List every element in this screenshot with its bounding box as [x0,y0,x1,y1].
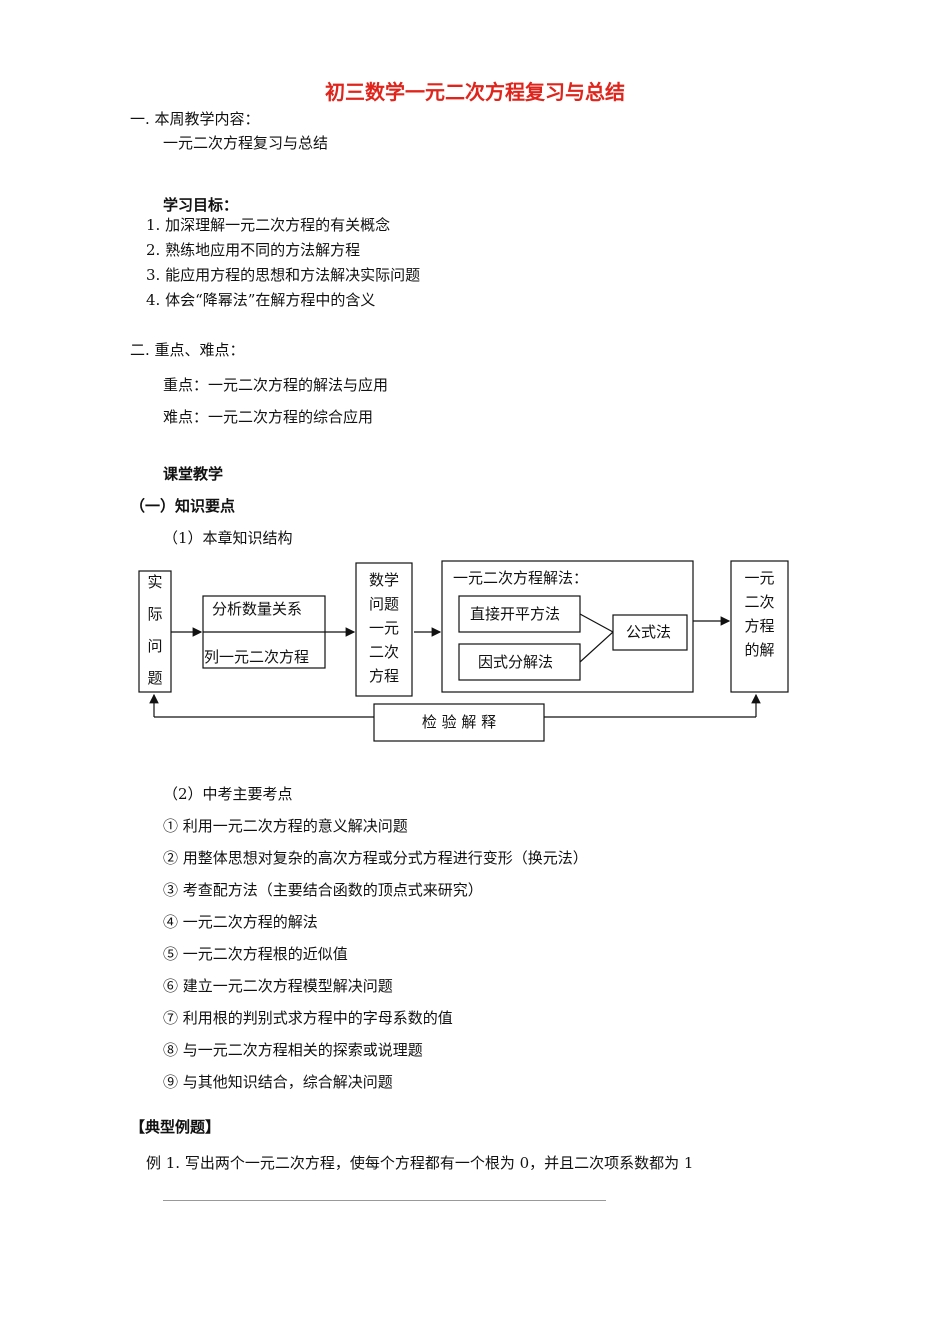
math-problem-line: 方程 [368,667,399,685]
formula-label: 公式法 [626,623,672,641]
key-point: 重点：一元二次方程的解法与应用 [163,376,389,394]
real-problem-char: 题 [147,669,163,687]
goals-heading: 学习目标： [163,196,239,214]
goal-item: 1. 加深理解一元二次方程的有关概念 [146,216,391,234]
exam-point: ③ 考查配方法（主要结合函数的顶点式来研究） [163,881,483,899]
example-1: 例 1. 写出两个一元二次方程，使每个方程都有一个根为 0，并且二次项系数都为 … [146,1154,694,1172]
solution-box [730,560,789,693]
solution-line: 方程 [744,617,775,635]
section2-heading: 二. 重点、难点： [130,341,245,359]
exam-point: ⑧ 与一元二次方程相关的探索或说理题 [163,1041,423,1059]
real-problem-char: 问 [147,637,163,655]
knowledge-points-heading: （一）知识要点 [130,497,236,515]
exam-points-label: （2）中考主要考点 [163,785,293,803]
math-problem-line: 问题 [368,595,399,613]
typical-examples-heading: 【典型例题】 [130,1118,221,1136]
difficult-point: 难点：一元二次方程的综合应用 [163,408,374,426]
math-problem-line: 一元 [368,619,399,637]
factoring-label: 因式分解法 [478,653,554,671]
goal-item: 4. 体会“降幂法”在解方程中的含义 [146,291,376,309]
exam-point: ⑦ 利用根的判别式求方程中的字母系数的值 [163,1009,453,1027]
math-problem-label: 数学 问题 一元 二次 方程 [356,568,412,688]
list-equation-label: 列一元二次方程 [204,648,310,666]
math-problem-line: 数学 [368,571,399,589]
solve-methods-title: 一元二次方程解法： [453,569,589,587]
exam-point: ① 利用一元二次方程的意义解决问题 [163,817,408,835]
structure-label: （1）本章知识结构 [163,529,293,547]
solution-line: 一元 [744,569,775,587]
solve-methods-box [441,560,694,693]
exam-point: ② 用整体思想对复杂的高次方程或分式方程进行变形（换元法） [163,849,588,867]
page-title: 初三数学一元二次方程复习与总结 [325,80,625,104]
solution-label: 一元 二次 方程 的解 [731,566,788,662]
direct-sqrt-label: 直接开平方法 [470,605,561,623]
real-problem-label: 实 际 问 题 [139,570,171,690]
math-problem-line: 二次 [368,643,399,661]
verify-label: 检 验 解 释 [421,713,497,731]
analyze-label: 分析数量关系 [212,600,303,618]
section1-content: 一元二次方程复习与总结 [163,134,329,152]
exam-point: ⑤ 一元二次方程根的近似值 [163,945,348,963]
goal-item: 3. 能应用方程的思想和方法解决实际问题 [146,266,421,284]
exam-point: ⑨ 与其他知识结合，综合解决问题 [163,1073,393,1091]
exam-point: ⑥ 建立一元二次方程模型解决问题 [163,977,393,995]
solution-line: 二次 [744,593,775,611]
math-problem-box [355,562,413,697]
verify-box [373,703,545,742]
real-problem-char: 实 [147,573,163,591]
knowledge-structure-diagram: 实 际 问 题 分析数量关系 列一元二次方程 数学 问题 一元 二次 方程 一元… [130,556,800,746]
goal-item: 2. 熟练地应用不同的方法解方程 [146,241,361,259]
answer-line[interactable] [163,1200,606,1201]
real-problem-char: 际 [147,605,163,623]
section1-heading: 一. 本周教学内容： [130,110,260,128]
classroom-heading: 课堂教学 [163,465,224,483]
diagram-lines [138,560,789,742]
exam-point: ④ 一元二次方程的解法 [163,913,318,931]
solution-line: 的解 [744,641,775,659]
